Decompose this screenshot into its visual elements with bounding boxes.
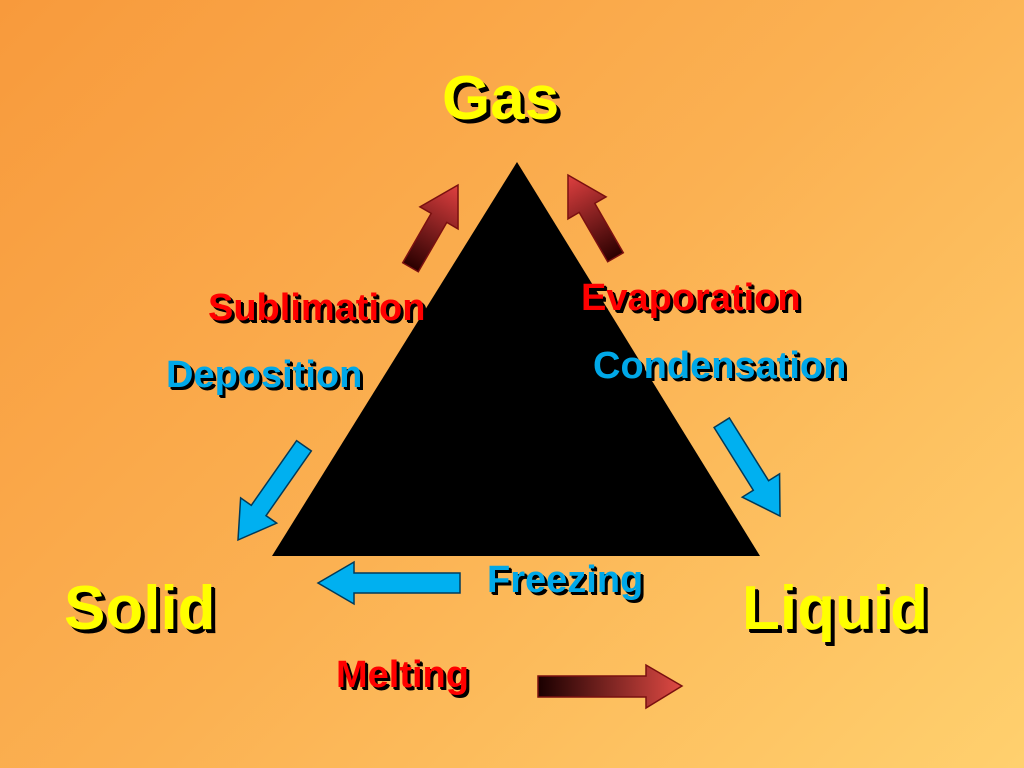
melting-label: Melting	[336, 654, 469, 696]
freezing-label: Freezing	[487, 559, 644, 601]
condensation-label: Condensation	[593, 345, 847, 387]
melting-arrow	[537, 663, 684, 710]
condensation-arrow	[713, 416, 781, 518]
deposition-arrow	[237, 439, 313, 542]
deposition-label: Deposition	[166, 354, 363, 396]
gas-label: Gas	[442, 64, 560, 133]
evaporation-arrow	[567, 173, 625, 263]
phase-triangle	[272, 162, 760, 556]
evaporation-label: Evaporation	[581, 277, 801, 319]
sublimation-arrow	[401, 183, 459, 273]
solid-label: Solid	[64, 574, 216, 643]
liquid-label: Liquid	[742, 574, 928, 643]
sublimation-label: Sublimation	[208, 287, 426, 329]
freezing-arrow	[316, 560, 461, 606]
